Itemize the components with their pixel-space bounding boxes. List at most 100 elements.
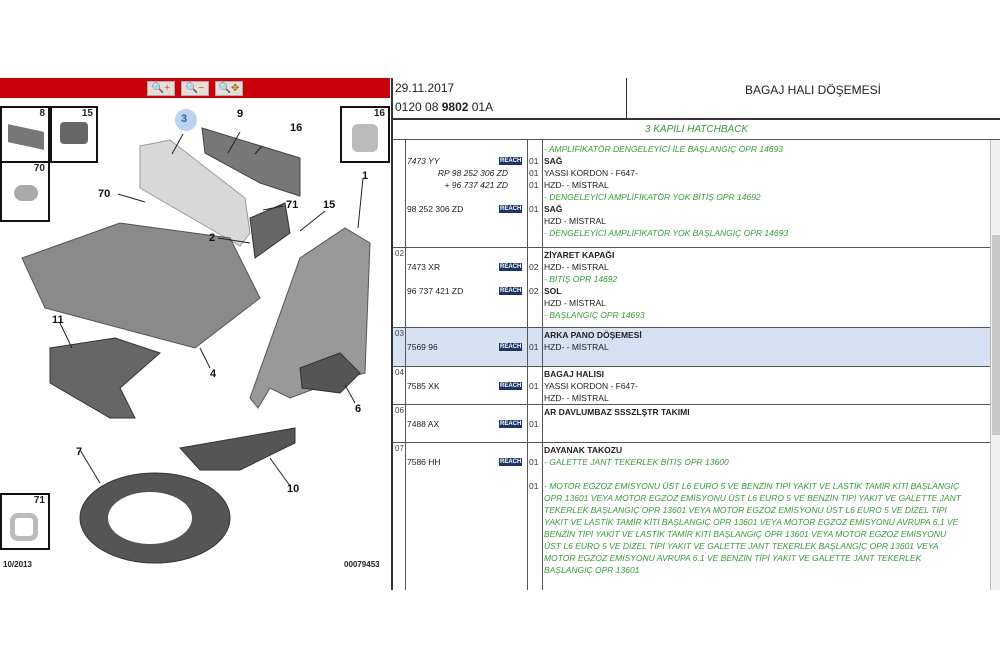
parts-diagram-panel: 🔍+ 🔍− 🔍✥ 8 15 70 16 71 3 9 16 70 71 15 1…	[0, 78, 390, 590]
callout-7[interactable]: 7	[76, 446, 83, 458]
callout-11[interactable]: 11	[52, 314, 64, 326]
inset-part-8[interactable]: 8	[0, 106, 50, 163]
callout-9[interactable]: 9	[237, 108, 244, 120]
part-description: SAĞ	[544, 156, 563, 166]
highlight-circle	[175, 109, 197, 131]
part-description: YASSI KORDON - F647-	[544, 168, 638, 178]
zoom-out-button[interactable]: 🔍−	[181, 80, 209, 96]
condition-block: 01- MOTOR EGZOZ EMİSYONU ÜST L6 EURO 5 V…	[393, 480, 990, 575]
scrollbar-thumb[interactable]	[992, 235, 1000, 435]
callout-3[interactable]: 3	[181, 113, 188, 125]
part-7-hole	[108, 492, 192, 544]
part-reference[interactable]: 7473 XR	[407, 262, 441, 272]
quantity: 01	[529, 156, 539, 166]
line-item: ZİYARET KAPAĞI	[393, 249, 990, 261]
part-description: - DENGELEYİCİ AMPLİFİKATÖR YOK BAŞLANGIÇ…	[544, 228, 789, 238]
exploded-diagram[interactable]: 8 15 70 16 71 3 9 16 70 71 15 1 2 11 4 6…	[0, 98, 390, 590]
line-item: RP 98 252 306 ZD 01 YASSI KORDON - F647-	[393, 167, 990, 179]
line-item: HZD- - MİSTRAL	[393, 392, 990, 404]
part-reference[interactable]: 7569 96	[407, 342, 438, 352]
table-row[interactable]: - AMPLİFİKATÖR DENGELEYİCİ İLE BAŞLANGIÇ…	[393, 140, 990, 248]
line-item: - AMPLİFİKATÖR DENGELEYİCİ İLE BAŞLANGIÇ…	[393, 143, 990, 155]
inset-part-70[interactable]: 70	[0, 161, 50, 222]
inset-part-15[interactable]: 15	[50, 106, 98, 163]
quantity: 01	[529, 168, 539, 178]
diagram-toolbar: 🔍+ 🔍− 🔍✥	[0, 78, 390, 98]
callout-1[interactable]: 1	[362, 170, 369, 182]
callout-16[interactable]: 16	[290, 122, 303, 134]
part-3-rear-panel-trim	[139, 139, 251, 247]
callout-6[interactable]: 6	[355, 403, 362, 415]
part-description: YASSI KORDON - F647-	[544, 381, 638, 391]
scrollbar[interactable]	[990, 140, 1000, 590]
position-number: 02	[395, 249, 404, 258]
callout-4[interactable]: 4	[210, 368, 217, 380]
reach-badge[interactable]: REACH	[499, 382, 523, 390]
diagram-reference: 00079453	[344, 560, 380, 569]
condition-text: - MOTOR EGZOZ EMİSYONU ÜST L6 EURO 5 VE …	[544, 481, 961, 575]
line-item: 7473 YY REACH 01 SAĞ	[393, 155, 990, 167]
part-reference[interactable]: + 96 737 421 ZD	[444, 180, 508, 190]
column-divider	[527, 405, 528, 442]
quantity: 01	[529, 180, 539, 190]
line-item: HZD - MİSTRAL	[393, 215, 990, 227]
part-reference[interactable]: 96 737 421 ZD	[407, 286, 464, 296]
inset-part-16[interactable]: 16	[340, 106, 390, 163]
catalog-date: 29.11.2017	[395, 81, 455, 95]
reach-badge[interactable]: REACH	[499, 420, 523, 428]
zoom-in-icon: 🔍+	[151, 82, 171, 94]
code-bold: 9802	[441, 100, 469, 114]
part-description: BAGAJ HALISI	[544, 369, 604, 379]
column-divider	[527, 140, 528, 247]
line-item: DAYANAK TAKOZU	[393, 444, 990, 456]
column-divider	[405, 328, 406, 366]
page-title: BAGAJ HALI DÖŞEMESİ	[744, 83, 882, 97]
reach-badge[interactable]: REACH	[499, 205, 523, 213]
part-reference[interactable]: 7585 XK	[407, 381, 440, 391]
part-reference[interactable]: 7488 AX	[407, 419, 440, 429]
position-number: 03	[395, 329, 404, 338]
zoom-pan-button[interactable]: 🔍✥	[215, 80, 243, 96]
column-divider	[405, 367, 406, 404]
column-divider	[542, 328, 543, 366]
part-description: SAĞ	[544, 204, 563, 214]
reach-badge[interactable]: REACH	[499, 157, 523, 165]
reach-badge[interactable]: REACH	[499, 458, 523, 466]
callout-70[interactable]: 70	[98, 188, 111, 200]
column-divider	[405, 248, 406, 327]
column-divider	[527, 443, 528, 590]
line-item: BAGAJ HALISI	[393, 368, 990, 380]
part-description: HZD- - MİSTRAL	[544, 393, 609, 403]
part-reference[interactable]: 98 252 306 ZD	[407, 204, 464, 214]
callout-71[interactable]: 71	[286, 199, 299, 211]
inset-label: 8	[39, 108, 45, 119]
part-description: HZD - MİSTRAL	[544, 298, 606, 308]
callout-15[interactable]: 15	[323, 199, 336, 211]
column-divider	[405, 405, 406, 442]
callout-2[interactable]: 2	[209, 232, 216, 244]
part-description: HZD- - MİSTRAL	[544, 342, 609, 352]
callout-10[interactable]: 10	[287, 483, 300, 495]
part-reference[interactable]: 7586 HH	[407, 457, 441, 467]
part-reference[interactable]: 7473 YY	[407, 156, 440, 166]
reach-badge[interactable]: REACH	[499, 287, 523, 295]
part-description: - GALETTE JANT TEKERLEK BİTİŞ OPR 13600	[544, 457, 729, 467]
inset-part-71[interactable]: 71	[0, 493, 50, 550]
part-description: - DENGELEYİCİ AMPLİFİKATÖR YOK BİTİŞ OPR…	[544, 192, 761, 202]
reach-badge[interactable]: REACH	[499, 343, 523, 351]
quantity: 01	[529, 342, 539, 352]
part-description: - AMPLİFİKATÖR DENGELEYİCİ İLE BAŞLANGIÇ…	[544, 144, 784, 154]
diagram-drawing	[21, 109, 371, 564]
zoom-in-button[interactable]: 🔍+	[147, 80, 175, 96]
part-reference[interactable]: RP 98 252 306 ZD	[437, 168, 508, 178]
reach-badge[interactable]: REACH	[499, 263, 523, 271]
parts-table: - AMPLİFİKATÖR DENGELEYİCİ İLE BAŞLANGIÇ…	[393, 140, 990, 590]
line-item	[393, 468, 990, 480]
